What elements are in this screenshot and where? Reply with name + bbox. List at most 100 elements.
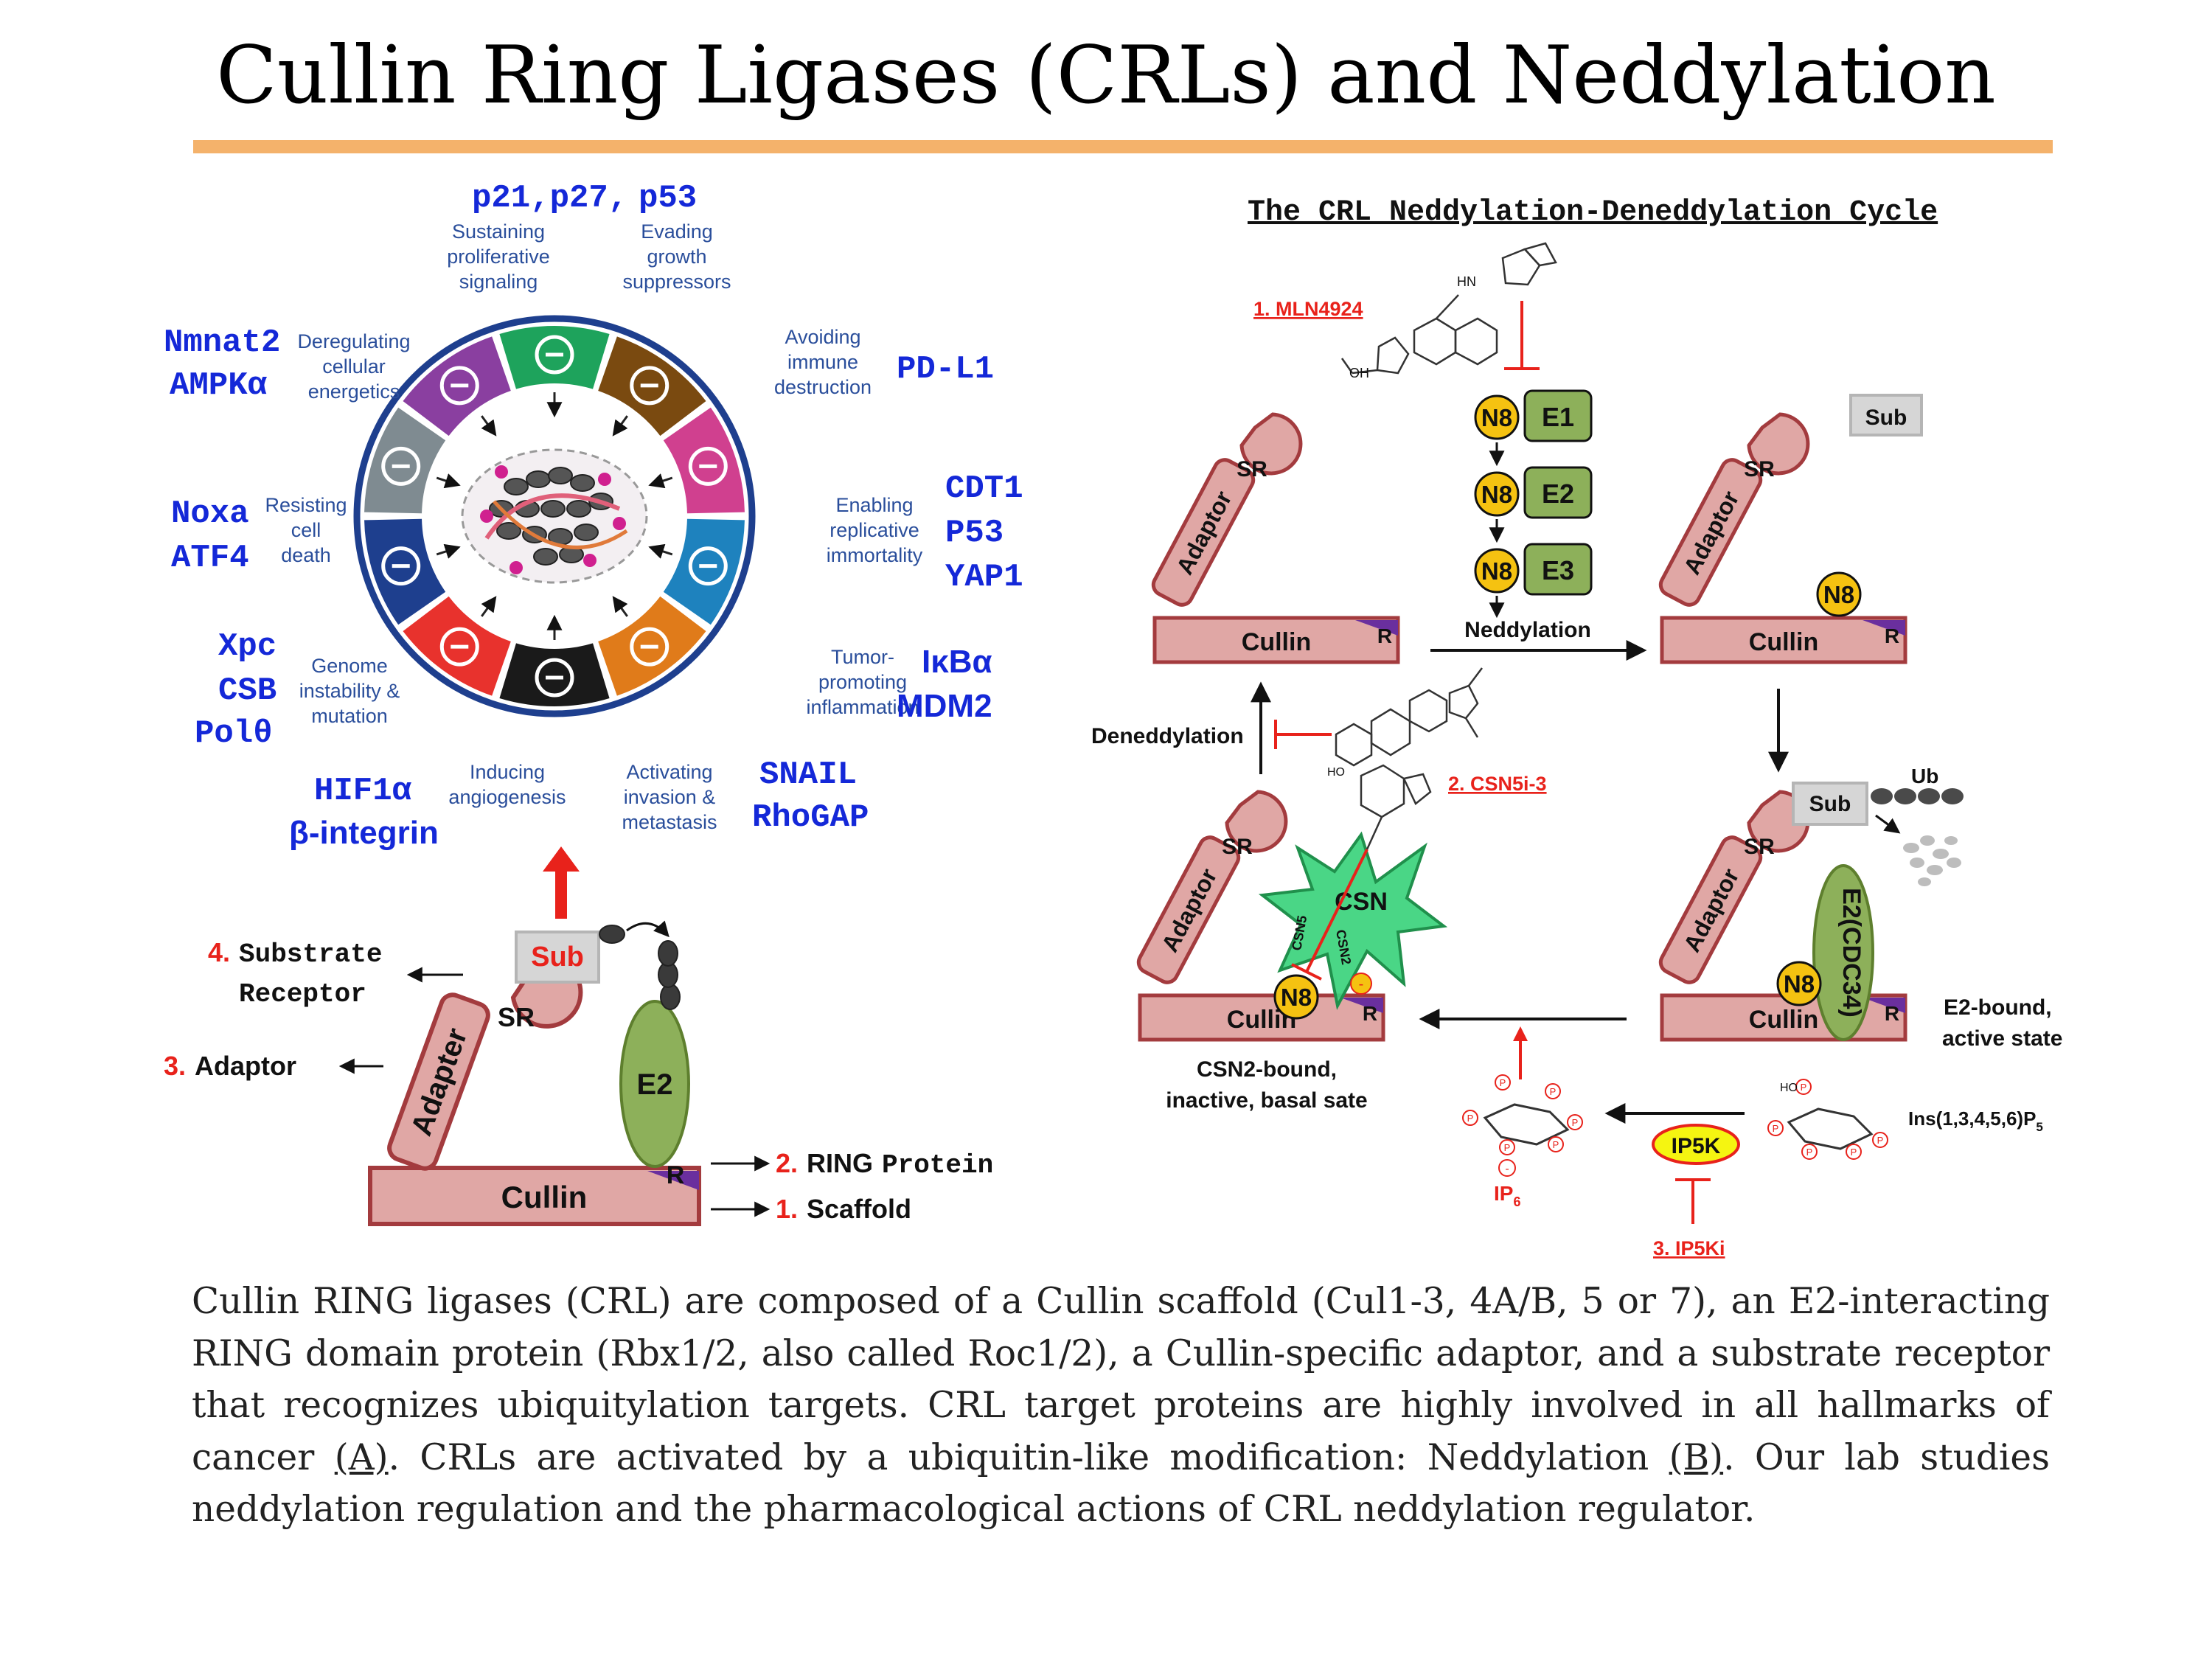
n8-e1-label: N8 xyxy=(1481,404,1512,431)
svg-text:Cullin: Cullin xyxy=(1242,628,1311,656)
svg-text:P: P xyxy=(1801,1082,1807,1093)
e1-label: E1 xyxy=(1542,402,1574,432)
target-snail: SNAIL xyxy=(759,757,857,793)
e2-bound-label-1: E2-bound, xyxy=(1944,995,2052,1020)
caption-ref-b[interactable]: (B) xyxy=(1669,1436,1724,1478)
mln4924-structure xyxy=(1340,242,1557,375)
adapter-block: Adapter xyxy=(387,992,490,1171)
wheel-segment-1 xyxy=(499,326,610,389)
n8-tr-label: N8 xyxy=(1823,581,1854,608)
atom-hn: HN xyxy=(1457,274,1476,289)
crl-target-labels: p21,p27, p53 PD-L1 CDT1 P53 YAP1 IκBα MD… xyxy=(164,180,1023,851)
ring-domain xyxy=(647,1171,699,1190)
target-atf4: ATF4 xyxy=(171,540,249,577)
atom-oh: OH xyxy=(1349,366,1369,380)
svg-text:R: R xyxy=(1885,625,1899,647)
red-up-arrow xyxy=(543,846,580,919)
csn2-charge-sign: - xyxy=(1359,976,1364,992)
svg-text:Cullin: Cullin xyxy=(1749,628,1818,656)
n8-e2-label: N8 xyxy=(1481,481,1512,508)
svg-text:P: P xyxy=(1467,1113,1474,1124)
pacman-icon xyxy=(688,446,728,486)
target-noxa: Noxa xyxy=(171,495,249,532)
target-p21-p27: p21,p27, xyxy=(472,180,627,217)
n8-tr xyxy=(1816,571,1862,617)
sub-label: Sub xyxy=(531,942,584,973)
no-entry-icon xyxy=(630,366,669,406)
insp5-label: Ins(1,3,4,5,6)P5 xyxy=(1908,1107,2043,1134)
svg-text:P: P xyxy=(1553,1139,1559,1150)
sub-label-tr: Sub xyxy=(1865,406,1907,430)
title-underline xyxy=(193,140,2053,153)
sub-box-br xyxy=(1792,782,1868,826)
caption-part-2: . CRLs are activated by a ubiquitin-like… xyxy=(388,1436,1669,1478)
wheel-segment-6 xyxy=(499,643,610,706)
ub-transfer-arrow xyxy=(626,920,669,938)
e1-box xyxy=(1523,389,1593,442)
ip5k-enzyme xyxy=(1652,1124,1740,1165)
caption-part-1: Cullin RING ligases (CRL) are composed o… xyxy=(192,1281,2050,1478)
e2-label: E2 xyxy=(1542,479,1574,509)
hallmarks-wheel xyxy=(353,315,756,717)
svg-text:P: P xyxy=(1773,1123,1779,1134)
svg-text:R: R xyxy=(1885,1002,1899,1025)
label-3-text: Adaptor xyxy=(195,1051,296,1081)
e3-box xyxy=(1523,543,1593,596)
label-2-num: 2. xyxy=(776,1148,798,1178)
svg-text:SR: SR xyxy=(1222,835,1253,859)
cullin-scaffold xyxy=(368,1166,701,1226)
n8-bl-label: N8 xyxy=(1281,984,1312,1011)
label-4b-text: Receptor xyxy=(239,979,366,1009)
label-2b-text: Protein xyxy=(882,1150,993,1180)
csn-label: CSN xyxy=(1335,888,1388,916)
svg-text:Cullin: Cullin xyxy=(1749,1006,1818,1034)
csn-complex xyxy=(1258,831,1448,1010)
e2-enzyme xyxy=(619,1000,690,1168)
label-2-text: RING xyxy=(807,1148,873,1178)
target-ampka: AMPKα xyxy=(170,367,268,404)
target-yap1: YAP1 xyxy=(945,559,1023,596)
atom-ho: HO xyxy=(1327,766,1345,779)
wheel-icons xyxy=(381,335,728,698)
ip6-label: IP6 xyxy=(1494,1182,1520,1209)
sub-label-br: Sub xyxy=(1809,792,1851,816)
svg-text:SR: SR xyxy=(1237,457,1267,481)
arrow-icon xyxy=(535,335,574,375)
csn5i-3-inhibit-line xyxy=(1305,849,1368,973)
target-cdt1: CDT1 xyxy=(945,470,1023,507)
csn2-bound-label-2: inactive, basal sate xyxy=(1166,1088,1368,1113)
target-beta-integrin: β-integrin xyxy=(289,815,439,851)
svg-text:R: R xyxy=(1363,1002,1377,1025)
target-nmnat2: Nmnat2 xyxy=(164,324,280,361)
caption-ref-a[interactable]: (A) xyxy=(334,1436,389,1478)
ip6-charge: - xyxy=(1505,1163,1509,1175)
flame-icon xyxy=(630,627,669,667)
substrate-box xyxy=(515,931,600,984)
degraded-fragments xyxy=(1903,835,1961,886)
wheel-segment-8 xyxy=(364,518,446,625)
svg-text:P: P xyxy=(1877,1135,1884,1146)
target-p53b: P53 xyxy=(945,515,1004,552)
cullin-label: Cullin xyxy=(501,1180,588,1214)
infinity-icon xyxy=(688,546,728,586)
n8-br xyxy=(1776,961,1822,1006)
caption-part-3: . Our lab studies neddylation regulation… xyxy=(192,1436,2051,1531)
target-pd-l1: PD-L1 xyxy=(897,351,994,388)
label-3-num: 3. xyxy=(164,1051,186,1081)
label-1-text: Scaffold xyxy=(807,1194,911,1224)
csn2-bound-label-1: CSN2-bound, xyxy=(1197,1057,1337,1082)
e3-label: E3 xyxy=(1542,555,1574,585)
wheel-segments xyxy=(364,326,745,706)
e2-cdc34-label: E2(CDC34) xyxy=(1837,888,1865,1018)
sr-label: SR xyxy=(498,1002,535,1032)
slide-title: Cullin Ring Ligases (CRLs) and Neddylati… xyxy=(216,29,1996,122)
